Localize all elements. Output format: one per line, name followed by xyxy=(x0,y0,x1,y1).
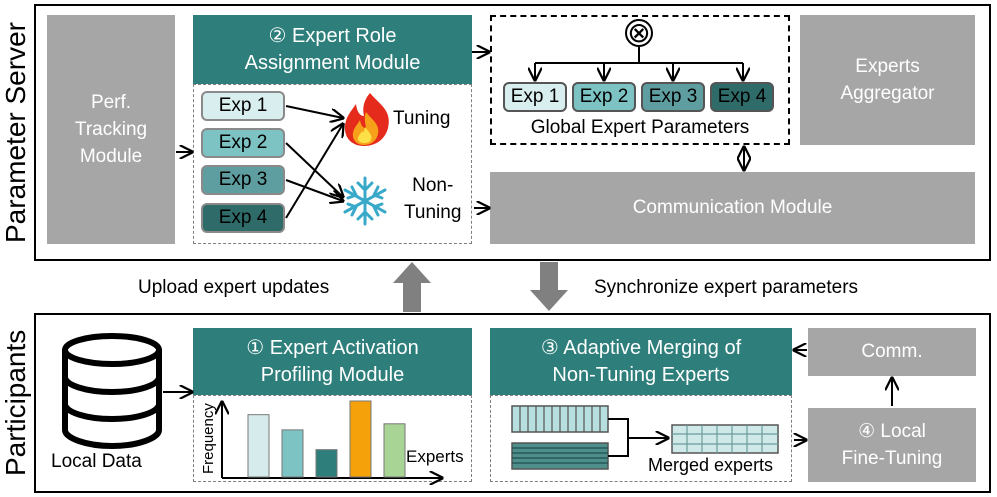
role-assignment-header: ② Expert Role Assignment Module xyxy=(193,15,472,84)
adaptive-merging-header: ③ Adaptive Merging of Non-Tuning Experts xyxy=(490,328,792,395)
global-exp-2: Exp 2 xyxy=(572,82,636,112)
activation-profiling-panel xyxy=(193,395,472,482)
activation-bar-5 xyxy=(383,423,406,478)
global-params-label: Global Expert Parameters xyxy=(530,117,750,138)
activation-bar-1 xyxy=(247,414,270,478)
merged-experts-label: Merged experts xyxy=(648,455,774,475)
activation-chart: Frequency Experts xyxy=(200,400,464,478)
global-params-panel xyxy=(490,15,790,145)
merge-source-expert-2 xyxy=(511,442,609,470)
assign-exp-4: Exp 4 xyxy=(201,203,285,233)
global-exp-1: Exp 1 xyxy=(503,82,567,112)
merged-expert-grid xyxy=(671,424,779,454)
upload-arrow xyxy=(393,262,431,312)
activation-profiling-header: ① Expert Activation Profiling Module xyxy=(193,328,472,395)
frequency-axis-label: Frequency xyxy=(200,403,217,474)
flame-icon xyxy=(344,93,389,146)
experts-aggregator: Experts Aggregator xyxy=(800,15,975,145)
local-data-label: Local Data xyxy=(51,451,142,472)
database-icon xyxy=(62,333,162,450)
assignment-arrows xyxy=(285,105,343,219)
comm-module: Comm. xyxy=(808,328,976,376)
global-exp-3: Exp 3 xyxy=(641,82,705,112)
perf-tracking-module: Perf. Tracking Module xyxy=(47,15,175,244)
non-tuning-label: Non- Tuning xyxy=(404,175,462,223)
upload-label: Upload expert updates xyxy=(138,277,330,298)
merge-graphic xyxy=(511,405,779,470)
assign-exp-1: Exp 1 xyxy=(201,91,285,121)
parameter-server-frame xyxy=(34,4,991,261)
activation-bar-3 xyxy=(315,449,338,478)
activation-bar-4 xyxy=(349,400,372,478)
assign-exp-3: Exp 3 xyxy=(201,165,285,195)
assign-exp-2: Exp 2 xyxy=(201,128,285,158)
communication-module: Communication Module xyxy=(490,172,975,244)
role-assignment-panel xyxy=(193,84,472,244)
global-exp-4: Exp 4 xyxy=(710,82,774,112)
experts-axis-label: Experts xyxy=(406,447,464,466)
participants-frame xyxy=(34,313,991,493)
sync-arrow xyxy=(530,262,568,311)
local-finetuning-module: ④ Local Fine-Tuning xyxy=(808,408,976,482)
adaptive-merging-panel xyxy=(490,395,792,482)
activation-bar-2 xyxy=(281,429,304,478)
aggregator-tree xyxy=(535,19,743,80)
snowflake-icon xyxy=(343,176,387,226)
tuning-label: Tuning xyxy=(393,108,451,129)
sync-label: Synchronize expert parameters xyxy=(594,277,859,298)
aggregator-symbol: ⊗ xyxy=(627,17,651,48)
